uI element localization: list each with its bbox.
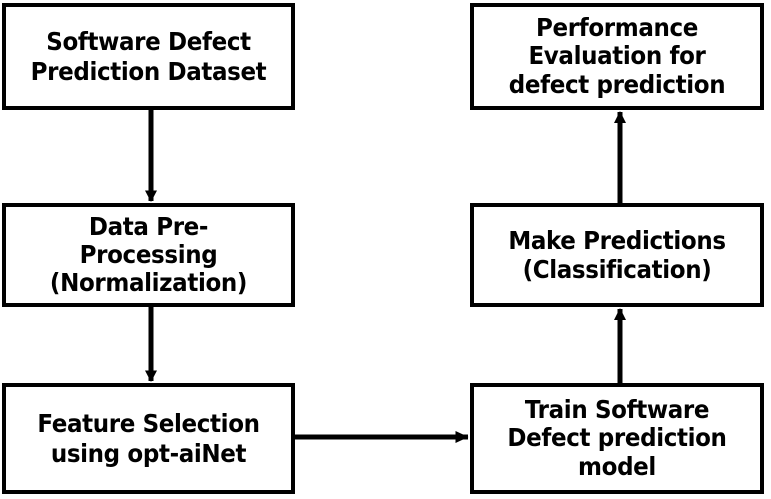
node-data-pre-processing: Data Pre- Processing (Normalization) [2,203,295,307]
node-performance-label: Performance Evaluation for defect predic… [508,13,726,99]
node-train-software-defect-prediction-model: Train Software Defect prediction model [470,383,764,494]
node-performance-evaluation: Performance Evaluation for defect predic… [470,3,764,110]
node-preprocessing-label: Data Pre- Processing (Normalization) [49,211,248,298]
node-feature-label: Feature Selection using opt-aiNet [37,409,260,468]
node-make-predictions: Make Predictions (Classification) [470,203,764,307]
node-software-defect-prediction-dataset: Software Defect Prediction Dataset [2,3,295,110]
node-train-label: Train Software Defect prediction model [507,395,727,481]
node-predictions-label: Make Predictions (Classification) [508,225,726,285]
node-dataset-label: Software Defect Prediction Dataset [30,27,267,86]
node-feature-selection: Feature Selection using opt-aiNet [2,383,295,494]
